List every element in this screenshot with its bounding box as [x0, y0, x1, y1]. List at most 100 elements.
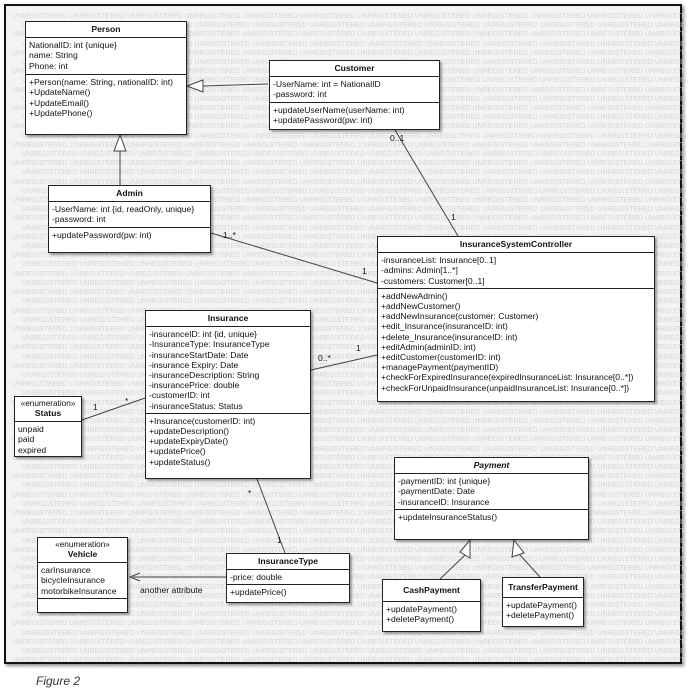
figure-caption: Figure 2: [36, 674, 81, 688]
class-insurance-system-controller[interactable]: InsuranceSystemController -insuranceList…: [377, 236, 655, 402]
class-operation: +Person(name: String, nationalID: int): [29, 77, 174, 88]
enum-literal: unpaid: [18, 424, 44, 435]
class-cashpayment-name: CashPayment: [383, 580, 480, 603]
class-transferpayment-operations: +updatePayment() +deletePayment(): [503, 598, 583, 622]
class-insurance-type[interactable]: InsuranceType -price: double +updatePric…: [226, 553, 350, 603]
class-controller-name: InsuranceSystemController: [378, 237, 654, 254]
class-attribute: -insuranceList: Insurance[0..1]: [381, 255, 497, 266]
class-attribute: -insurance Expiry: Date: [149, 359, 239, 370]
class-person[interactable]: Person NationalID: int {unique} name: St…: [25, 21, 187, 135]
transferpayment-payment-generalization-line: [519, 554, 541, 578]
class-operation: +updatePrice(): [149, 446, 206, 457]
class-insurance-attributes: -insuranceID: int {id, unique} -Insuranc…: [146, 327, 310, 414]
class-operation: +updateExpiryDate(): [149, 436, 229, 447]
class-cashpayment-operations: +updatePayment() +deletePayment(): [383, 602, 480, 626]
class-attribute: -insurancePrice: double: [149, 380, 240, 391]
enum-literal: paid: [18, 434, 35, 445]
class-operation: +editAdmin(adminID: int): [381, 341, 476, 352]
class-admin-name: Admin: [49, 186, 210, 203]
class-attribute: -customerID: int: [149, 390, 210, 401]
multiplicity-type-end: 1: [277, 535, 282, 545]
class-customer[interactable]: Customer -UserName: int = NationalID -pa…: [269, 60, 440, 130]
class-operation: +checkForExpiredInsurance(expiredInsuran…: [381, 372, 634, 383]
enum-vehicle-empty-compartment: [38, 599, 127, 611]
class-operation: +updatePassword(pw: int): [273, 114, 373, 125]
enum-literal: carInsurance: [41, 565, 91, 576]
class-attribute: -insuranceID: Insurance: [398, 496, 490, 507]
class-operation: +addNewCustomer(): [381, 301, 461, 312]
multiplicity-controller-end-customer: 1: [451, 212, 456, 222]
class-attribute: -paymentDate: Date: [398, 486, 475, 497]
class-attribute: -password: int: [52, 214, 106, 225]
class-operation: +updateDescription(): [149, 426, 230, 437]
class-operation: +updatePayment(): [386, 604, 457, 615]
class-payment-name: Payment: [395, 458, 588, 475]
class-attribute: -insuranceID: int {id, unique}: [149, 329, 257, 340]
multiplicity-status-end: 1: [93, 402, 98, 412]
class-customer-operations: +updateUserName(userName: int) +updatePa…: [270, 103, 439, 127]
enum-literal: bicycleInsurance: [41, 575, 106, 586]
another-attribute-label: another attribute: [140, 585, 203, 595]
class-insurance[interactable]: Insurance -insuranceID: int {id, unique}…: [145, 310, 311, 479]
class-operation: +addNewInsurance(customer: Customer): [381, 311, 539, 322]
class-operation: +UpdateName(): [29, 87, 91, 98]
enum-vehicle-name: Vehicle: [67, 549, 98, 559]
customer-controller-association: [394, 129, 459, 237]
class-attribute: -InsuranceType: InsuranceType: [149, 339, 270, 350]
transferpayment-payment-generalization-arrowhead: [511, 538, 525, 558]
class-operation: +updatePassword(pw: int): [52, 229, 152, 240]
class-person-name: Person: [26, 22, 186, 39]
class-admin-attributes: -UserName: int {id, readOnly, unique} -p…: [49, 202, 210, 228]
multiplicity-admin-end: 1..*: [223, 230, 236, 240]
class-attribute: name: String: [29, 50, 78, 61]
enum-vehicle[interactable]: «enumeration» Vehicle carInsurance bicyc…: [37, 537, 128, 613]
admin-person-generalization-arrowhead: [113, 133, 127, 152]
class-operation: +managePayment(paymentID): [381, 362, 499, 373]
class-attribute: -UserName: int {id, readOnly, unique}: [52, 204, 195, 215]
enum-status-name: Status: [34, 408, 62, 418]
class-controller-attributes: -insuranceList: Insurance[0..1] -admins:…: [378, 253, 654, 289]
class-attribute: -insuranceStartDate: Date: [149, 349, 249, 360]
enum-status-header: «enumeration» Status: [15, 397, 81, 423]
class-operation: +deletePayment(): [506, 610, 575, 621]
class-attribute: Phone: int: [29, 60, 68, 71]
enum-vehicle-literals: carInsurance bicycleInsurance motorbikeI…: [38, 563, 127, 599]
class-person-operations: +Person(name: String, nationalID: int) +…: [26, 75, 186, 120]
class-operation: +edit_Insurance(insuranceID: int): [381, 321, 508, 332]
insurancetype-vehicle-dependency-arrowhead: [128, 572, 141, 582]
insurance-controller-association: [310, 354, 378, 371]
class-insurance-operations: +Insurance(customerID: int) +updateDescr…: [146, 414, 310, 469]
status-insurance-association: [81, 397, 146, 421]
class-transferpayment-name: TransferPayment: [503, 578, 583, 599]
class-transfer-payment[interactable]: TransferPayment +updatePayment() +delete…: [502, 577, 584, 627]
class-customer-name: Customer: [270, 61, 439, 78]
class-person-attributes: NationalID: int {unique} name: String Ph…: [26, 38, 186, 76]
insurance-insurancetype-association: [256, 478, 286, 554]
class-insurancetype-name: InsuranceType: [227, 554, 349, 571]
class-operation: +editCustomer(customerID: int): [381, 352, 501, 363]
class-cash-payment[interactable]: CashPayment +updatePayment() +deletePaym…: [382, 579, 481, 632]
class-operation: +updateInsuranceStatus(): [398, 511, 498, 522]
class-payment[interactable]: Payment -paymentID: int {unique} -paymen…: [394, 457, 589, 540]
multiplicity-insurance-end-status: *: [125, 396, 129, 406]
enum-status[interactable]: «enumeration» Status unpaid paid expired: [14, 396, 82, 457]
multiplicity-customer-end: 0..1: [390, 133, 405, 143]
class-attribute: -insuranceDescription: String: [149, 370, 260, 381]
class-operation: +checkForUnpaidInsurance(unpaidInsurance…: [381, 382, 630, 393]
class-operation: +updateUserName(userName: int): [273, 104, 405, 115]
enum-status-literals: unpaid paid expired: [15, 422, 81, 457]
cashpayment-payment-generalization-line: [439, 554, 466, 580]
class-admin-operations: +updatePassword(pw: int): [49, 228, 210, 242]
class-customer-attributes: -UserName: int = NationalID -password: i…: [270, 77, 439, 103]
class-attribute: -price: double: [230, 572, 283, 583]
enum-vehicle-stereotype: «enumeration»: [55, 540, 110, 549]
customer-person-generalization-line: [202, 83, 269, 87]
enum-vehicle-header: «enumeration» Vehicle: [38, 538, 127, 564]
class-payment-attributes: -paymentID: int {unique} -paymentDate: D…: [395, 474, 588, 510]
class-admin[interactable]: Admin -UserName: int {id, readOnly, uniq…: [48, 185, 211, 253]
class-attribute: -insuranceStatus: Status: [149, 400, 243, 411]
enum-literal: motorbikeInsurance: [41, 585, 117, 596]
class-attribute: -password: int: [273, 89, 327, 100]
class-insurancetype-operations: +updatePrice(): [227, 585, 349, 599]
class-attribute: NationalID: int {unique}: [29, 40, 117, 51]
